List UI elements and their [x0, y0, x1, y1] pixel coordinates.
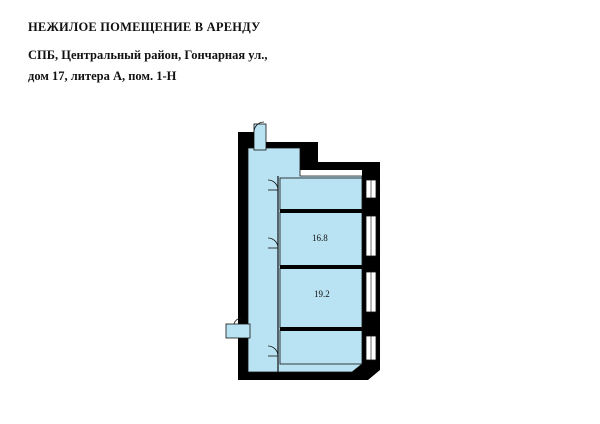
page-title: НЕЖИЛОЕ ПОМЕЩЕНИЕ В АРЕНДУ: [28, 20, 261, 34]
top-entrance-door-arc: [253, 121, 265, 133]
left-entrance-opening: [225, 323, 251, 339]
divider-wall-1: [280, 209, 362, 213]
door-swings: [267, 179, 279, 357]
divider-wall-3: [280, 327, 362, 331]
address-line-2: дом 17, литера А, пом. 1-Н: [28, 69, 177, 83]
top-entrance-opening: [253, 123, 267, 151]
divider-wall-2: [280, 265, 362, 269]
left-entrance-door-arc: [233, 317, 243, 325]
room-top: [279, 177, 363, 211]
room-bottom: [279, 329, 363, 365]
address-line-1: СПБ, Центральный район, Гончарная ул.,: [28, 48, 268, 62]
room-upper: [279, 211, 363, 267]
room-lower-area-label: 19.2: [314, 289, 330, 299]
room-upper-area-label: 16.8: [312, 233, 328, 243]
